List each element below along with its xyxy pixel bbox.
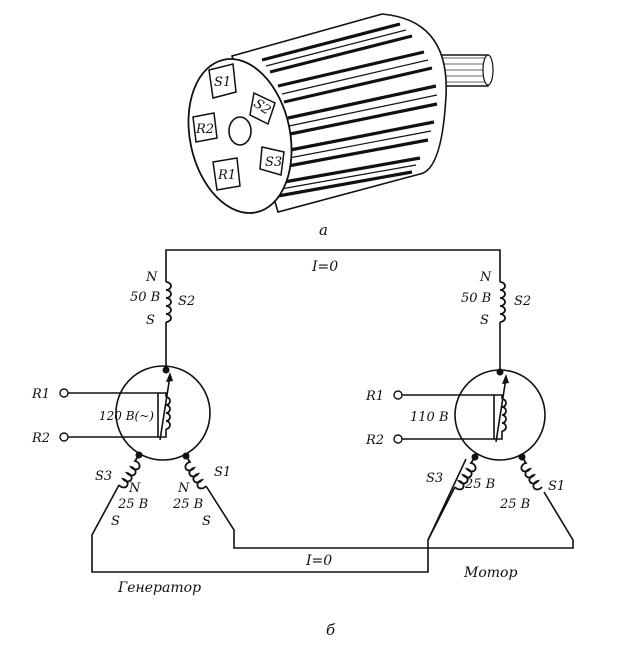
terminal-r2-text: R2	[195, 122, 214, 137]
generator-s1-voltage: 25 В	[172, 497, 203, 512]
motor-r2-terminal	[393, 434, 403, 444]
generator-stator	[115, 365, 211, 461]
motor-s1-coil	[520, 456, 543, 491]
generator-s3-s: S	[111, 514, 120, 529]
top-current-label: I=0	[311, 259, 338, 275]
generator-r1-label: R1	[31, 387, 50, 402]
motor-s2-voltage: 50 В	[461, 291, 491, 306]
motor-s1-label: S1	[548, 479, 565, 494]
caption-a: а	[319, 221, 328, 239]
motor-s1-voltage: 25 В	[499, 497, 530, 512]
motor-r1-label: R1	[365, 389, 384, 404]
motor-rotor-voltage: 110 В	[410, 410, 449, 425]
generator-r2-label: R2	[31, 431, 50, 446]
generator-s2-n: N	[145, 270, 158, 285]
terminal-s1-text: S1	[214, 75, 231, 90]
generator-r2-terminal	[59, 432, 69, 442]
terminal-r1-text: R1	[217, 168, 236, 183]
generator-s2-s: S	[146, 313, 155, 328]
bottom-current-label: I=0	[305, 553, 332, 569]
schematic: I=0	[31, 249, 574, 639]
generator-s1-label: S1	[214, 465, 231, 480]
motor-r1-terminal	[393, 390, 403, 400]
motor-s2-label: S2	[514, 294, 531, 309]
motor-s2-coil	[499, 281, 506, 323]
generator-s2-coil	[165, 281, 172, 323]
generator-s2-label: S2	[178, 294, 195, 309]
motor-r2-label: R2	[365, 433, 384, 448]
generator-s3-n: N	[128, 481, 141, 496]
generator-s3-coil	[118, 454, 141, 489]
generator-name: Генератор	[117, 580, 201, 596]
motor-s2-s: S	[480, 313, 489, 328]
caption-b: б	[326, 621, 336, 639]
generator-s1-coil	[184, 455, 207, 490]
motor-s3-label: S3	[426, 471, 443, 486]
motor-s3-coil	[454, 456, 477, 491]
motor-s3-voltage: 25 В	[464, 477, 495, 492]
generator-s3-label: S3	[95, 469, 112, 484]
motor-name: Мотор	[463, 565, 517, 581]
machine-drawing: S1 S2 S3 R2 R1 а	[187, 13, 494, 239]
motor-s2-n: N	[479, 270, 492, 285]
generator-r1-terminal	[59, 388, 69, 398]
generator-s2-voltage: 50 В	[130, 290, 160, 305]
generator-s1-s: S	[202, 514, 211, 529]
generator-rotor-voltage: 120 В(~)	[99, 409, 154, 423]
generator-s1-n: N	[177, 481, 190, 496]
terminal-s3-text: S3	[265, 155, 282, 170]
top-wire	[165, 249, 501, 282]
generator-s3-voltage: 25 В	[117, 497, 148, 512]
